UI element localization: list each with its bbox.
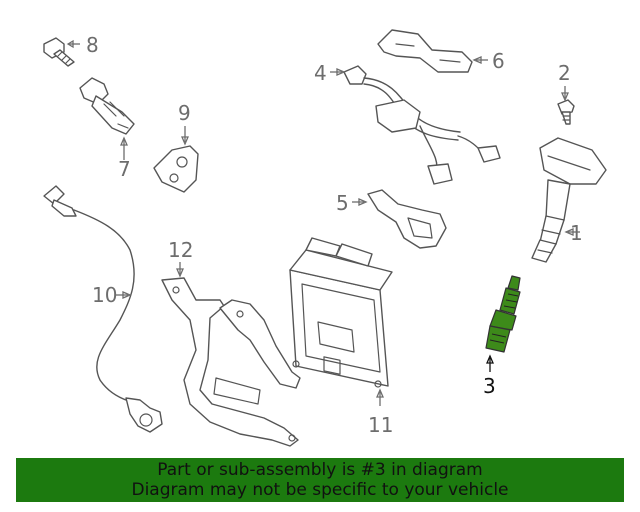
svg-text:11: 11 bbox=[368, 413, 393, 437]
svg-text:2: 2 bbox=[558, 61, 571, 85]
callout-7: 7 bbox=[118, 136, 131, 181]
part-4-harness[interactable] bbox=[343, 65, 501, 185]
part-3-spark-plug[interactable] bbox=[485, 275, 521, 353]
svg-text:6: 6 bbox=[492, 49, 505, 73]
part-11-ecu[interactable] bbox=[289, 237, 393, 388]
part-2-bolt[interactable] bbox=[557, 99, 575, 125]
part-6-bracket[interactable] bbox=[377, 29, 473, 73]
part-1-ignition-coil[interactable] bbox=[531, 137, 607, 263]
svg-text:4: 4 bbox=[314, 61, 327, 85]
svg-text:3: 3 bbox=[483, 374, 496, 398]
svg-text:1: 1 bbox=[570, 221, 583, 245]
svg-text:8: 8 bbox=[86, 33, 99, 57]
part-12-bracket[interactable] bbox=[161, 277, 301, 447]
callout-12: 12 bbox=[168, 238, 193, 278]
part-9-bracket[interactable] bbox=[153, 145, 199, 193]
svg-text:5: 5 bbox=[336, 191, 349, 215]
callout-4: 4 bbox=[314, 61, 346, 85]
callout-10: 10 bbox=[92, 283, 132, 307]
svg-text:12: 12 bbox=[168, 238, 193, 262]
svg-text:7: 7 bbox=[118, 157, 131, 181]
info-banner: Part or sub-assembly is #3 in diagram Di… bbox=[16, 458, 624, 502]
callout-2: 2 bbox=[558, 61, 571, 102]
part-7-sensor[interactable] bbox=[79, 77, 135, 135]
banner-line-2: Diagram may not be specific to your vehi… bbox=[131, 480, 509, 500]
callout-6: 6 bbox=[472, 49, 505, 73]
callout-5: 5 bbox=[336, 191, 368, 215]
part-10-knock-sensor[interactable] bbox=[43, 185, 163, 433]
svg-text:10: 10 bbox=[92, 283, 117, 307]
callout-8: 8 bbox=[66, 33, 99, 57]
part-5-bracket[interactable] bbox=[367, 189, 447, 249]
svg-text:9: 9 bbox=[178, 101, 191, 125]
callout-9: 9 bbox=[178, 101, 191, 146]
banner-line-1: Part or sub-assembly is #3 in diagram bbox=[157, 460, 483, 480]
callout-3: 3 bbox=[483, 354, 496, 398]
callout-1: 1 bbox=[564, 221, 583, 245]
callout-11: 11 bbox=[368, 388, 393, 437]
part-8-bolt[interactable] bbox=[43, 37, 75, 67]
